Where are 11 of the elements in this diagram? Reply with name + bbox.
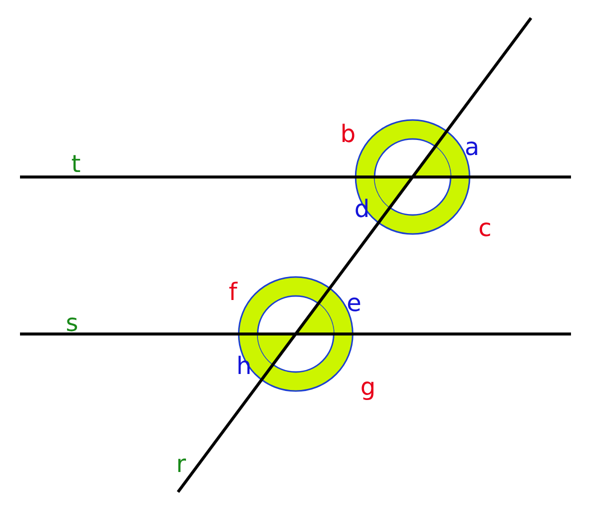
line-label: r (176, 450, 186, 478)
angle-label: e (346, 289, 362, 317)
angle-label: d (354, 195, 370, 223)
line-label: s (66, 309, 78, 337)
angle-label: c (478, 214, 492, 242)
angle-label: a (464, 133, 480, 161)
angle-label: g (360, 373, 376, 401)
line-label: t (71, 150, 81, 178)
angle-label: h (236, 352, 252, 380)
angle-label: b (340, 120, 356, 148)
angle-label: f (228, 278, 238, 306)
